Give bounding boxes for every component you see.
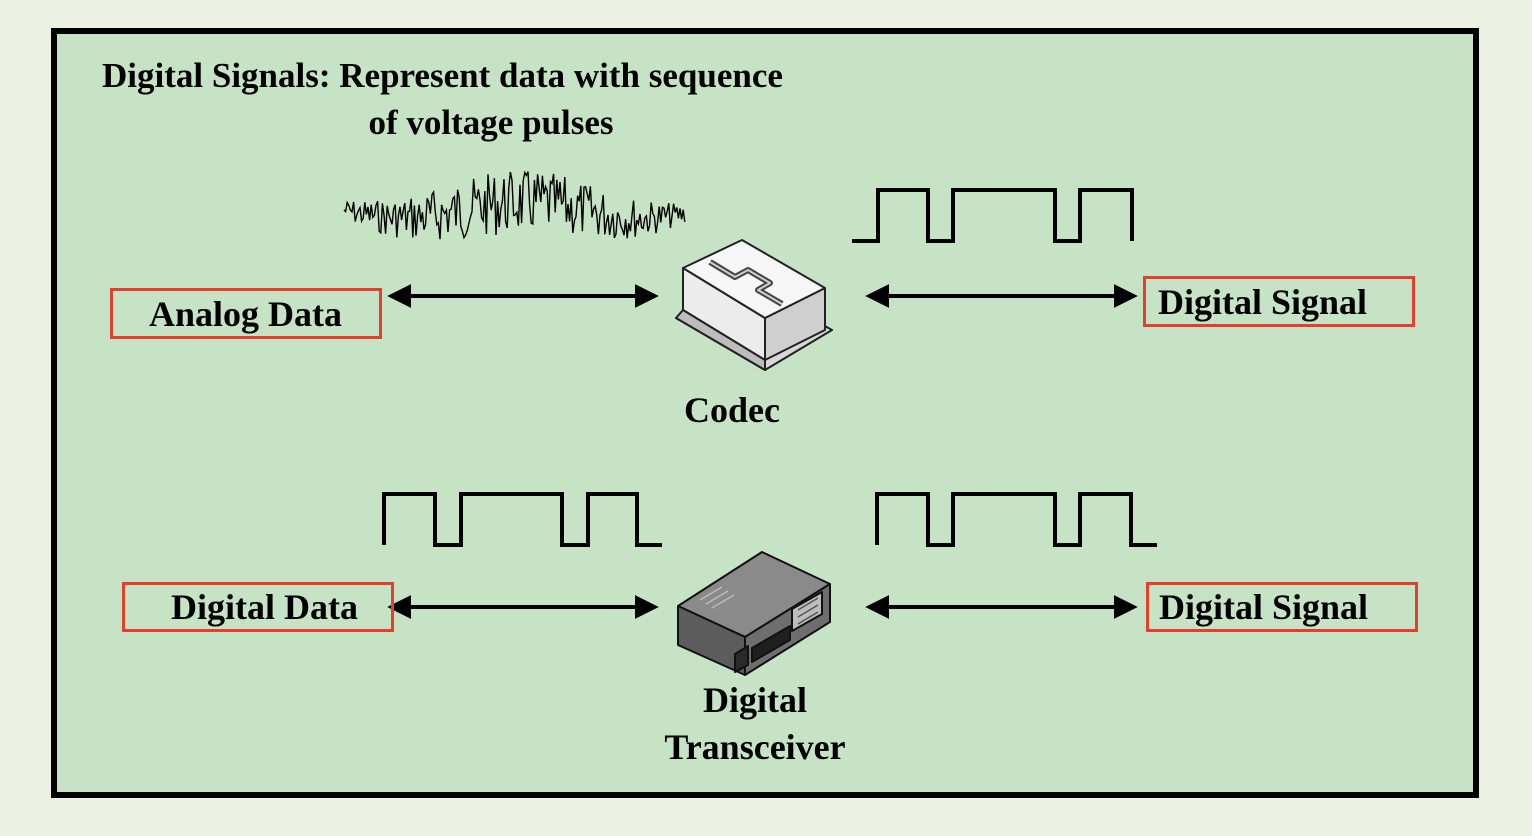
- codec-label: Codec: [684, 390, 780, 430]
- transceiver-label-line-2: Transceiver: [664, 727, 846, 767]
- digital-waveform-bottom-left: [382, 492, 662, 547]
- digital-data-box: Digital Data: [122, 582, 394, 632]
- codec-icon: [675, 239, 833, 371]
- analog-data-box: Analog Data: [110, 288, 382, 339]
- digital-signal-box-bottom: Digital Signal: [1146, 582, 1418, 632]
- digital-waveform-top-right: [852, 188, 1134, 243]
- transceiver-icon: [677, 551, 831, 676]
- title-line-1: Digital Signals: Represent data with seq…: [102, 56, 783, 95]
- transceiver-label-line-1: Digital: [703, 680, 807, 720]
- analog-waveform: [343, 170, 686, 240]
- digital-signal-box-top: Digital Signal: [1143, 276, 1415, 327]
- digital-waveform-bottom-right: [875, 492, 1157, 547]
- title-line-2: of voltage pulses: [368, 103, 614, 142]
- diagram-panel: [51, 28, 1479, 798]
- diagram-title: Digital Signals: Represent data with seq…: [102, 52, 872, 146]
